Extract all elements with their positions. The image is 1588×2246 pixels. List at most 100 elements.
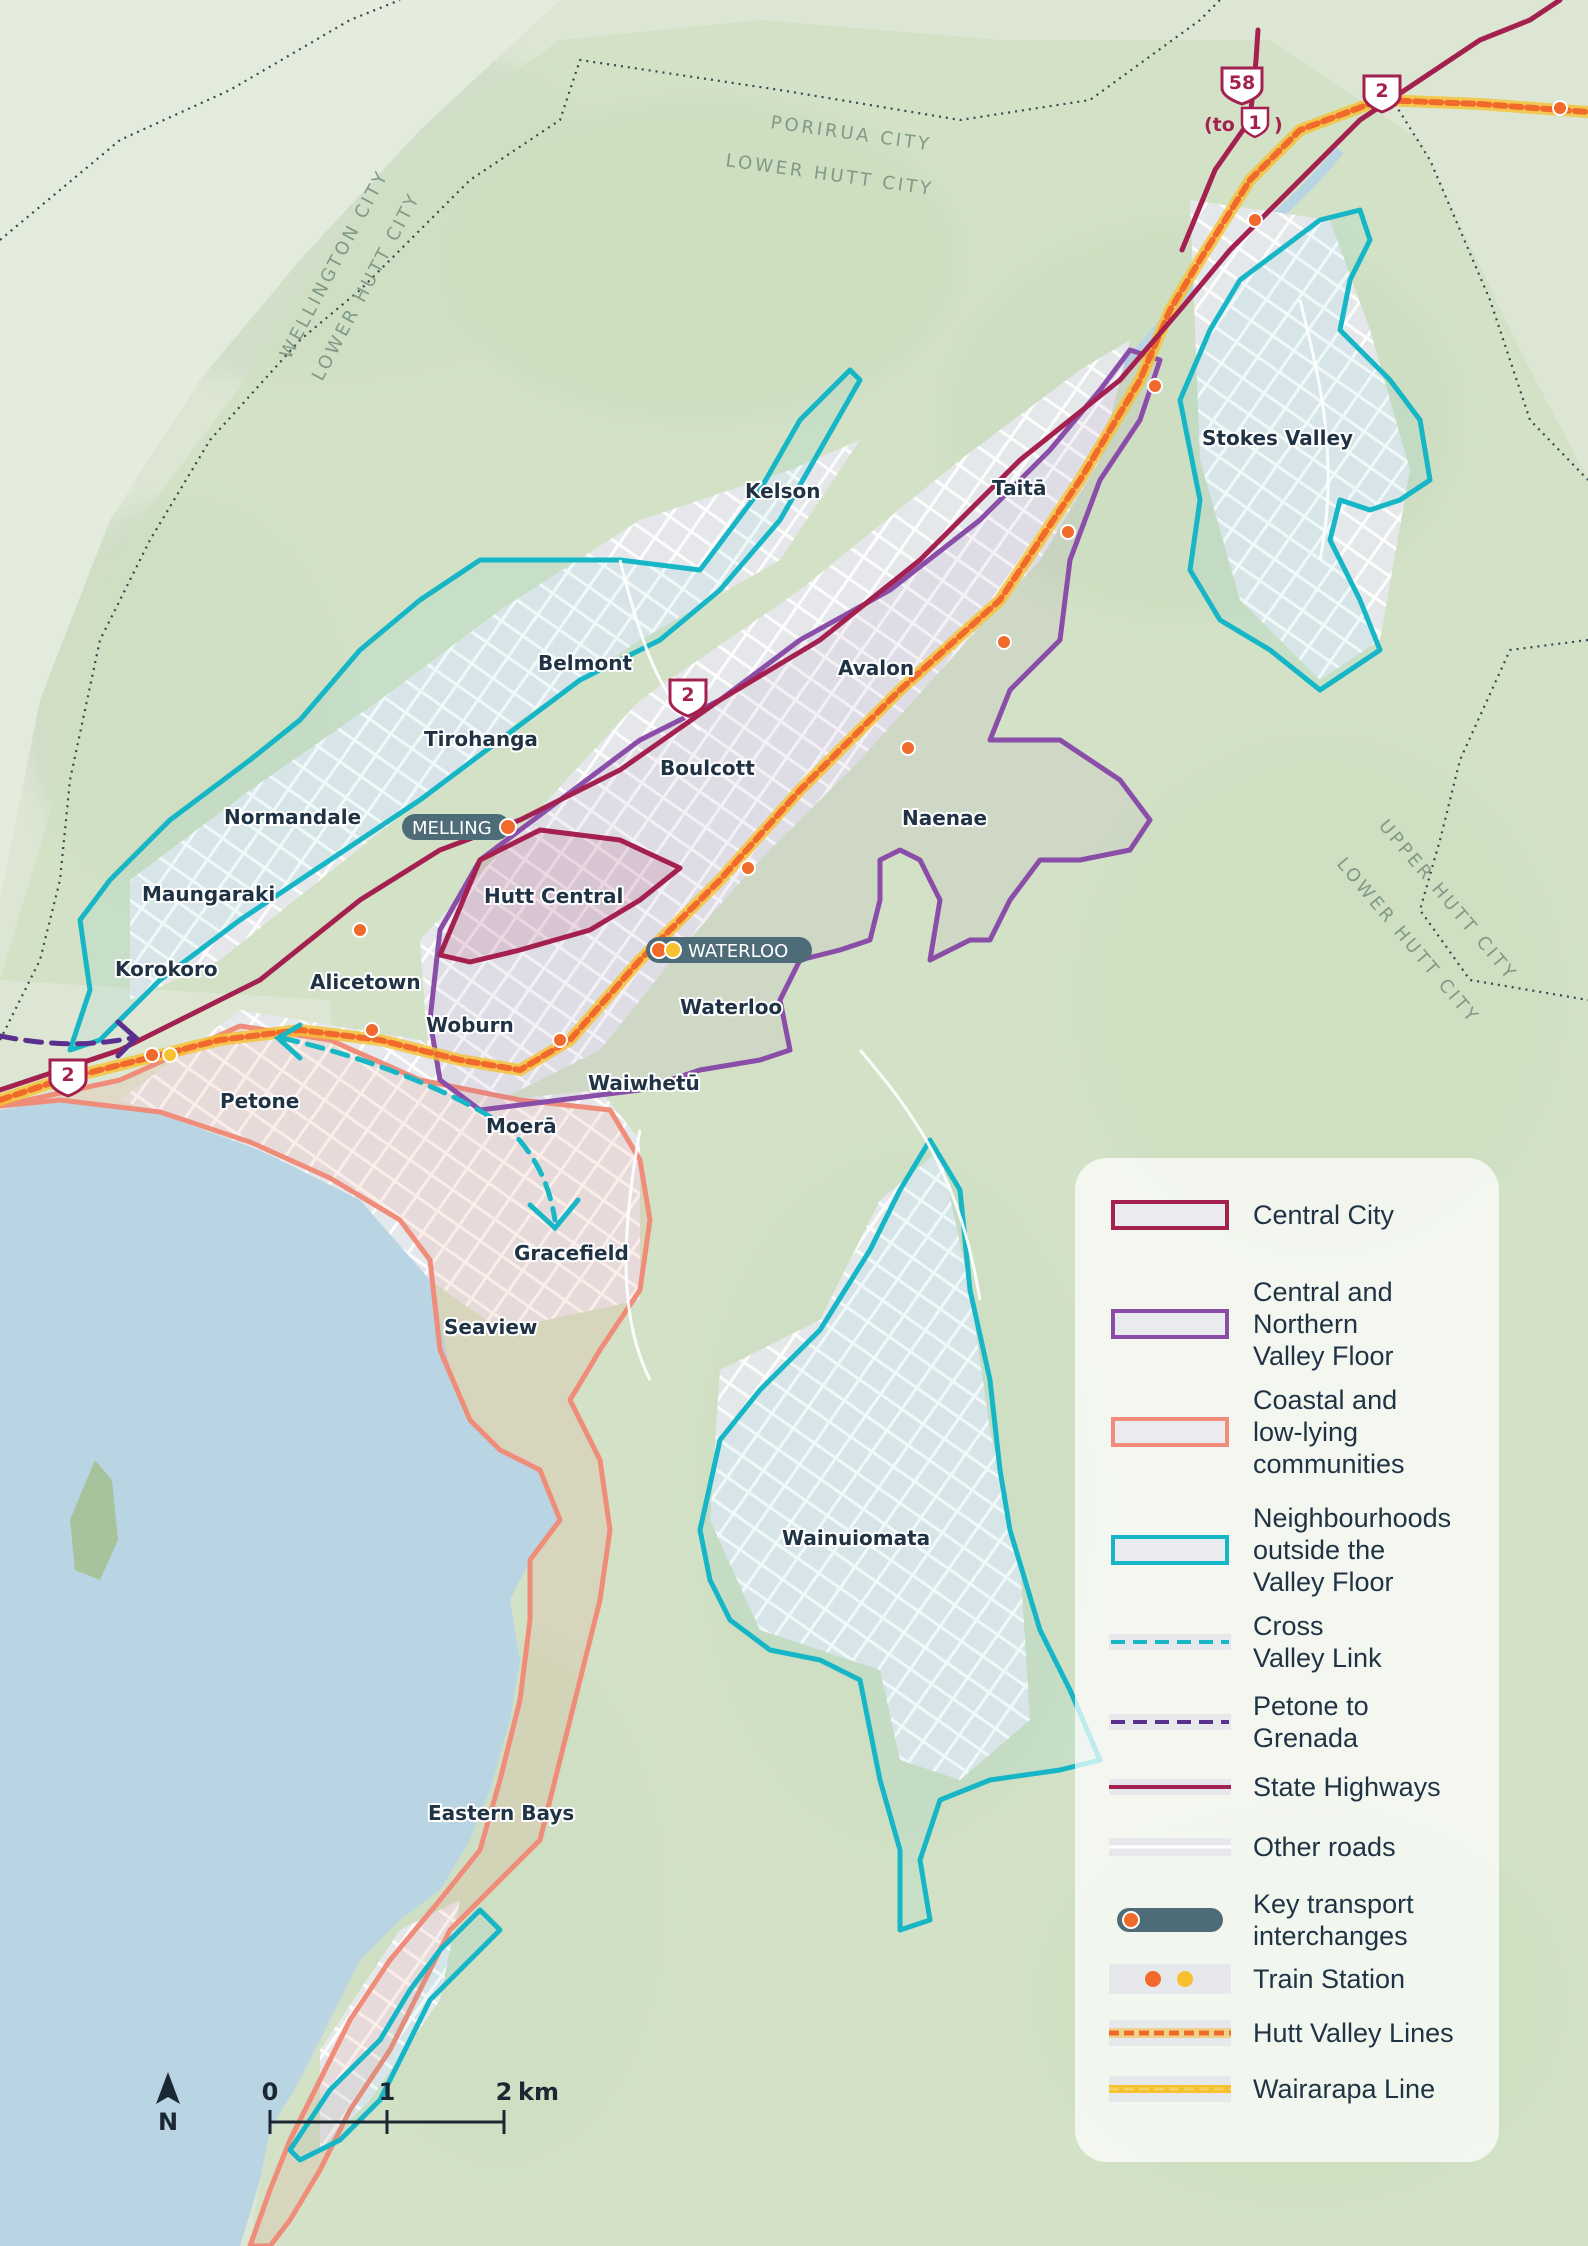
svg-text:58: 58 — [1229, 72, 1255, 94]
station-ava — [364, 1022, 380, 1038]
svg-text:1: 1 — [1248, 112, 1261, 134]
station-western-hutt — [352, 922, 368, 938]
legend-item: Cross Valley Link — [1109, 1610, 1489, 1674]
legend-label: Petone to Grenada — [1253, 1691, 1369, 1753]
suburb-label: Maungaraki — [142, 882, 275, 906]
valley-floor-region — [427, 347, 1163, 1113]
harbour-water — [0, 1100, 560, 2246]
station-petone-wr — [162, 1047, 178, 1063]
legend-item: Central and Northern Valley Floor — [1109, 1276, 1489, 1372]
station-taita — [1060, 524, 1076, 540]
svg-text:km: km — [518, 2078, 559, 2106]
legend-swatch — [1109, 2076, 1231, 2102]
suburb-label: Hutt Central — [484, 884, 623, 908]
train-stations — [144, 100, 1568, 1063]
other-roads — [618, 299, 1330, 1381]
city-boundaries — [0, 0, 1588, 1041]
to-sh1-label: (to 1 ) — [1204, 106, 1283, 139]
suburb-label: Seaview — [444, 1315, 537, 1339]
legend-item: Neighbourhoods outside the Valley Floor — [1109, 1502, 1489, 1598]
svg-text:0: 0 — [262, 2078, 279, 2106]
interchange-waterloo[interactable]: WATERLOO — [646, 937, 812, 963]
legend-label: Other roads — [1253, 1832, 1396, 1862]
legend-swatch — [1111, 1417, 1229, 1447]
pale-west-land — [0, 0, 560, 900]
station-manor-park — [1247, 212, 1263, 228]
suburb-label: Boulcott — [660, 756, 755, 780]
svg-text:2: 2 — [496, 2078, 513, 2106]
svg-text:2: 2 — [1375, 80, 1388, 102]
legend-swatch — [1117, 1908, 1223, 1932]
sh58-shield: 58 — [1220, 66, 1264, 106]
suburb-label: Tirohanga — [424, 727, 538, 751]
legend-label: Central and Northern Valley Floor — [1253, 1277, 1394, 1371]
suburb-label: Moerā — [486, 1114, 557, 1138]
legend-item: Other roads — [1109, 1830, 1489, 1864]
petone-grenada-link — [0, 1019, 140, 1059]
coastal-region — [0, 1023, 653, 2246]
station-wingate — [996, 634, 1012, 650]
sh2-shield-mid: 2 — [668, 678, 708, 718]
svg-text:2: 2 — [61, 1064, 74, 1086]
legend-item: Key transport interchanges — [1109, 1888, 1489, 1952]
suburb-label: Petone — [220, 1089, 299, 1113]
legend-swatch — [1109, 1779, 1231, 1795]
sh2-shield-south: 2 — [48, 1058, 88, 1098]
legend-item: Coastal and low-lying communities — [1109, 1384, 1489, 1480]
legend-swatch — [1111, 1309, 1229, 1339]
svg-text:(to: (to — [1204, 114, 1235, 136]
station-woburn — [552, 1032, 568, 1048]
svg-text:2: 2 — [681, 684, 694, 706]
legend-swatch — [1109, 2020, 1231, 2046]
legend-label: Coastal and low-lying communities — [1253, 1385, 1405, 1479]
suburb-labels: Kelson Taitā Stokes Valley Belmont Avalo… — [113, 424, 1355, 1827]
legend-label: Neighbourhoods outside the Valley Floor — [1253, 1503, 1452, 1597]
svg-text:1: 1 — [379, 2078, 396, 2106]
north-arrow: N — [156, 2072, 180, 2136]
station-naenae — [900, 740, 916, 756]
legend-item: Hutt Valley Lines — [1109, 2016, 1489, 2050]
suburb-label: Naenae — [902, 806, 987, 830]
legend-swatch — [1109, 1838, 1231, 1856]
suburb-label: Stokes Valley — [1202, 426, 1353, 450]
suburb-label: Belmont — [538, 651, 632, 675]
legend-swatch — [1111, 1535, 1229, 1565]
legend-swatch — [1109, 1964, 1231, 1994]
legend-label: Cross Valley Link — [1253, 1611, 1382, 1673]
suburb-label: Kelson — [745, 479, 820, 503]
svg-text:N: N — [158, 2108, 178, 2136]
suburb-label: Taitā — [992, 476, 1046, 500]
legend-swatch — [1109, 1714, 1231, 1730]
legend-label: Wairarapa Line — [1253, 2074, 1436, 2104]
legend-label: Hutt Valley Lines — [1253, 2018, 1454, 2048]
legend-item: Wairarapa Line — [1109, 2072, 1489, 2106]
suburb-label: Waterloo — [680, 995, 782, 1019]
legend-swatch — [1111, 1200, 1229, 1230]
station-silverstream — [1552, 100, 1568, 116]
suburb-label: Gracefield — [514, 1241, 629, 1265]
suburb-label: Normandale — [224, 805, 361, 829]
suburb-label: Alicetown — [310, 970, 421, 994]
neighbourhoods-region — [67, 207, 1433, 2163]
legend-label: Central City — [1253, 1200, 1395, 1230]
central-city-region — [437, 827, 683, 965]
svg-text:MELLING: MELLING — [412, 818, 492, 839]
station-petone — [144, 1047, 160, 1063]
legend-label: Key transport interchanges — [1253, 1889, 1414, 1951]
legend-label: State Highways — [1253, 1772, 1441, 1802]
interchange-melling[interactable]: MELLING — [402, 814, 517, 840]
suburb-label: Wainuiomata — [782, 1526, 930, 1550]
legend-swatch — [1109, 1634, 1231, 1650]
suburb-label: Woburn — [426, 1013, 514, 1037]
station-epuni — [740, 860, 756, 876]
svg-text:WATERLOO: WATERLOO — [688, 941, 788, 962]
legend-item: Train Station — [1109, 1962, 1489, 1996]
suburb-label: Avalon — [838, 656, 914, 680]
svg-text:): ) — [1274, 114, 1283, 136]
island — [70, 1460, 118, 1580]
legend-item: Petone to Grenada — [1109, 1690, 1489, 1754]
legend-item: State Highways — [1109, 1770, 1489, 1804]
suburb-label: Korokoro — [115, 957, 218, 981]
sh2-shield-north: 2 — [1362, 74, 1402, 114]
